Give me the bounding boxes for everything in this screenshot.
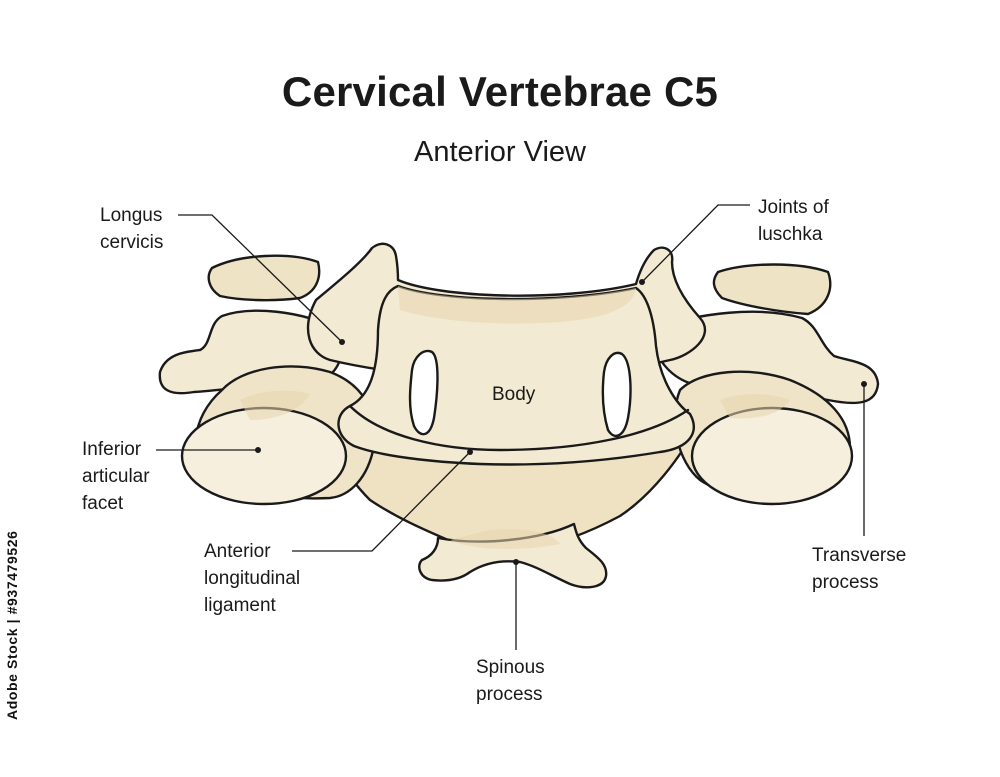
label-line: longitudinal bbox=[204, 568, 301, 589]
label-line: Anterior bbox=[204, 541, 271, 562]
label-line: process bbox=[476, 684, 543, 705]
label-line: process bbox=[812, 572, 879, 593]
leader-dot-anterior-longitudinal-ligament bbox=[467, 449, 473, 455]
leader-dot-transverse-process bbox=[861, 381, 867, 387]
leader-dot-inferior-articular-facet bbox=[255, 447, 261, 453]
right-inferior-articular-facet bbox=[690, 406, 854, 506]
label-spinous-process: Spinous process bbox=[476, 654, 545, 708]
label-line: Spinous bbox=[476, 657, 545, 678]
label-line: Joints of bbox=[758, 197, 829, 218]
label-transverse-process: Transverse process bbox=[812, 542, 906, 596]
spinous-process bbox=[418, 522, 608, 589]
label-line: facet bbox=[82, 493, 124, 514]
label-inferior-articular-facet: Inferior articular facet bbox=[82, 436, 150, 517]
leader-dot-joints-of-luschka bbox=[639, 279, 645, 285]
label-joints-of-luschka: Joints of luschka bbox=[758, 194, 829, 248]
right-transverse-upper-lip bbox=[712, 263, 832, 316]
label-body: Body bbox=[492, 384, 536, 405]
label-line: Inferior bbox=[82, 439, 142, 460]
label-anterior-longitudinal-ligament: Anterior longitudinal ligament bbox=[204, 538, 300, 619]
right-body-foramen bbox=[601, 351, 632, 438]
leader-dot-spinous-process bbox=[513, 559, 519, 565]
diagram-subtitle: Anterior View bbox=[414, 136, 586, 168]
leader-anterior-longitudinal-ligament bbox=[292, 451, 471, 552]
label-line: articular bbox=[82, 466, 150, 487]
label-line: ligament bbox=[204, 595, 276, 616]
left-body-foramen bbox=[408, 349, 439, 436]
label-line: Longus bbox=[100, 205, 163, 226]
diagram-title: Cervical Vertebrae C5 bbox=[281, 68, 719, 115]
stock-id-watermark: Adobe Stock | #937479526 bbox=[4, 530, 20, 720]
label-line: cervicis bbox=[100, 232, 164, 253]
left-transverse-upper-lip bbox=[207, 254, 321, 302]
leader-dot-longus-cervicis bbox=[339, 339, 345, 345]
leader-joints-of-luschka bbox=[641, 204, 750, 283]
label-line: Transverse bbox=[812, 545, 907, 566]
leader-longus-cervicis bbox=[178, 214, 343, 343]
label-line: luschka bbox=[758, 224, 823, 245]
vertebral-body-rim bbox=[348, 404, 690, 452]
label-longus-cervicis: Longus cervicis bbox=[100, 202, 163, 256]
left-inferior-articular-facet bbox=[180, 406, 348, 506]
